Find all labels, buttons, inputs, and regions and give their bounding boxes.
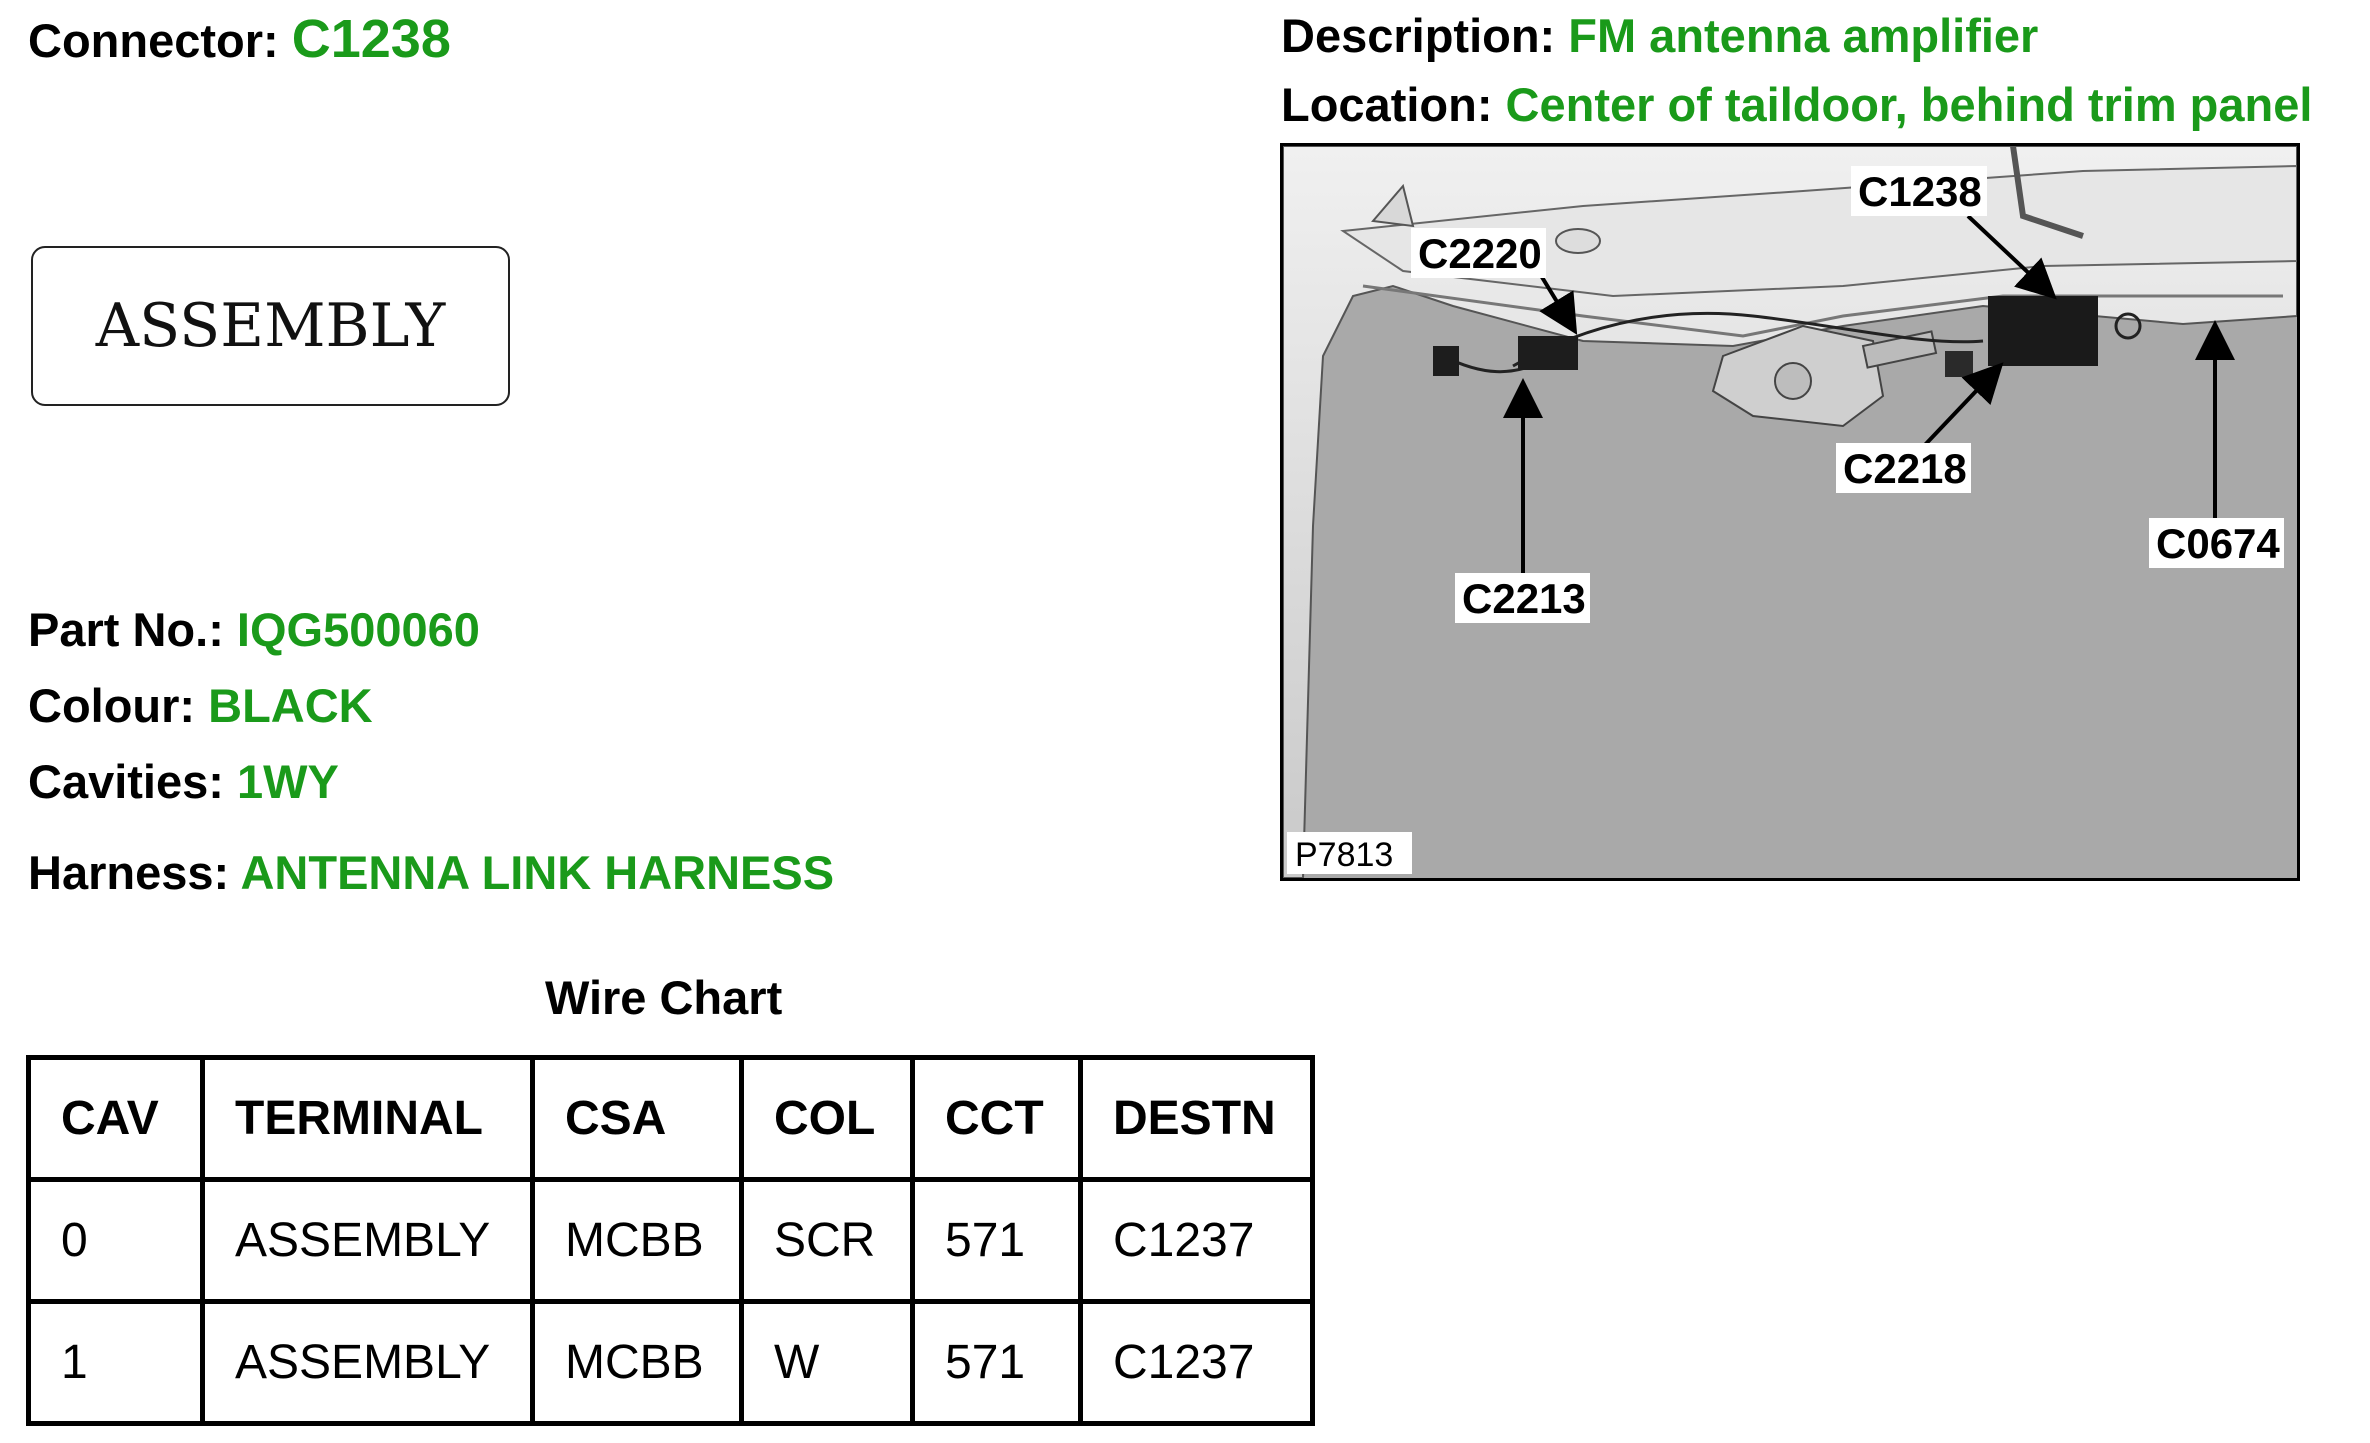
table-row: 1 ASSEMBLY MCBB W 571 C1237	[26, 1299, 1315, 1426]
colour-value: BLACK	[208, 679, 373, 732]
cell-cct: 571	[910, 1177, 1083, 1304]
cell-destn: C1237	[1078, 1177, 1315, 1304]
cell-col: SCR	[739, 1177, 915, 1304]
cavities-field: Cavities: 1WY	[28, 758, 339, 805]
table-row: 0 ASSEMBLY MCBB SCR 571 C1237	[26, 1177, 1315, 1304]
connector-c2213	[1433, 346, 1459, 376]
connector-c2218	[1945, 351, 1973, 377]
col-header-terminal: TERMINAL	[200, 1055, 535, 1182]
connector-c2220	[1518, 336, 1578, 370]
location-value: Center of taildoor, behind trim panel	[1505, 78, 2313, 131]
assembly-box: ASSEMBLY	[31, 246, 510, 406]
cavities-label: Cavities:	[28, 755, 224, 808]
part-no-label: Part No.:	[28, 603, 224, 656]
cell-destn: C1237	[1078, 1299, 1315, 1426]
harness-value: ANTENNA LINK HARNESS	[240, 846, 835, 899]
callout-c0674: C0674	[2156, 520, 2280, 567]
cell-cct: 571	[910, 1299, 1083, 1426]
cell-csa: MCBB	[530, 1299, 744, 1426]
location-field: Location: Center of taildoor, behind tri…	[1281, 81, 2312, 128]
cell-terminal: ASSEMBLY	[200, 1177, 535, 1304]
harness-field: Harness: ANTENNA LINK HARNESS	[28, 849, 834, 896]
figure-id: P7813	[1295, 836, 1393, 874]
cell-col: W	[739, 1299, 915, 1426]
amplifier-c1238	[1988, 296, 2098, 366]
callout-c2213: C2213	[1462, 575, 1586, 622]
location-label: Location:	[1281, 78, 1493, 131]
cell-cav: 1	[26, 1299, 205, 1426]
colour-label: Colour:	[28, 679, 196, 732]
wire-chart-header-row: CAV TERMINAL CSA COL CCT DESTN	[26, 1055, 1315, 1182]
description-value: FM antenna amplifier	[1568, 9, 2039, 62]
connector-value: C1238	[291, 9, 451, 69]
description-label: Description:	[1281, 9, 1556, 62]
cavities-value: 1WY	[236, 755, 339, 808]
col-header-col: COL	[739, 1055, 915, 1182]
wire-chart-table: CAV TERMINAL CSA COL CCT DESTN 0 ASSEMBL…	[26, 1055, 1315, 1426]
assembly-box-text: ASSEMBLY	[95, 291, 446, 361]
cell-terminal: ASSEMBLY	[200, 1299, 535, 1426]
col-header-cct: CCT	[910, 1055, 1083, 1182]
col-header-destn: DESTN	[1078, 1055, 1315, 1182]
wire-chart-title: Wire Chart	[545, 971, 783, 1024]
taildoor-illustration: C1238 C2220 C2218 C0674 C2213 P7813	[1283, 146, 2297, 878]
colour-field: Colour: BLACK	[28, 682, 373, 729]
part-no-field: Part No.: IQG500060	[28, 606, 480, 653]
connector-field: Connector: C1238	[28, 12, 451, 66]
callout-c2218: C2218	[1843, 445, 1967, 492]
col-header-cav: CAV	[26, 1055, 205, 1182]
part-no-value: IQG500060	[236, 603, 480, 656]
connector-label: Connector:	[28, 14, 279, 67]
location-photo: C1238 C2220 C2218 C0674 C2213 P7813	[1280, 143, 2300, 881]
col-header-csa: CSA	[530, 1055, 744, 1182]
cell-csa: MCBB	[530, 1177, 744, 1304]
callout-c1238: C1238	[1858, 168, 1982, 215]
cell-cav: 0	[26, 1177, 205, 1304]
harness-label: Harness:	[28, 846, 230, 899]
description-field: Description: FM antenna amplifier	[1281, 12, 2038, 59]
callout-c2220: C2220	[1418, 230, 1542, 277]
